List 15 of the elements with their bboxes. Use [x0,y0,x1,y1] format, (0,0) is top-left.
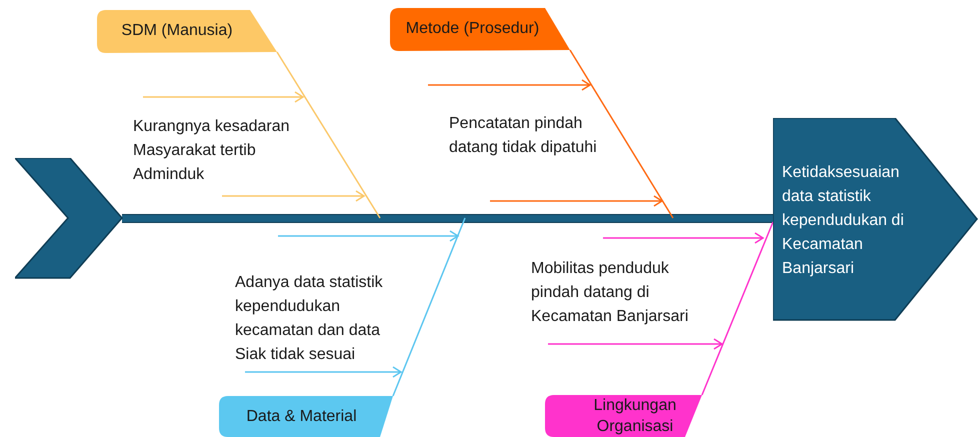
effect-text: Ketidaksesuaian data statistik kependudukan di Kecamatan Banjarsari [782,163,905,279]
cause-text: Kurangnya kesadaran Masyarakat tertib Adminduk [133,117,291,185]
category-label: Lingkungan Organisasi [592,396,678,437]
effect-head [773,118,978,321]
category-label: Metode (Prosedur) [404,19,540,39]
cause-text: Mobilitas penduduk pindah datang di Kecamatan Banjarsari [531,259,690,327]
category-tag [390,8,572,51]
category-tag [97,10,279,53]
category-label: Data & Material [245,407,358,427]
fish-tail-chevron [15,158,123,279]
category-tag [219,396,394,437]
category-tag [545,395,703,437]
cause-text: Pencatatan pindah datang tidak dipatuhi [449,114,598,158]
cause-text: Adanya data statistik kependudukan kecamatan dan data Siak tidak sesuai [235,273,384,365]
category-label: SDM (Manusia) [120,21,234,41]
